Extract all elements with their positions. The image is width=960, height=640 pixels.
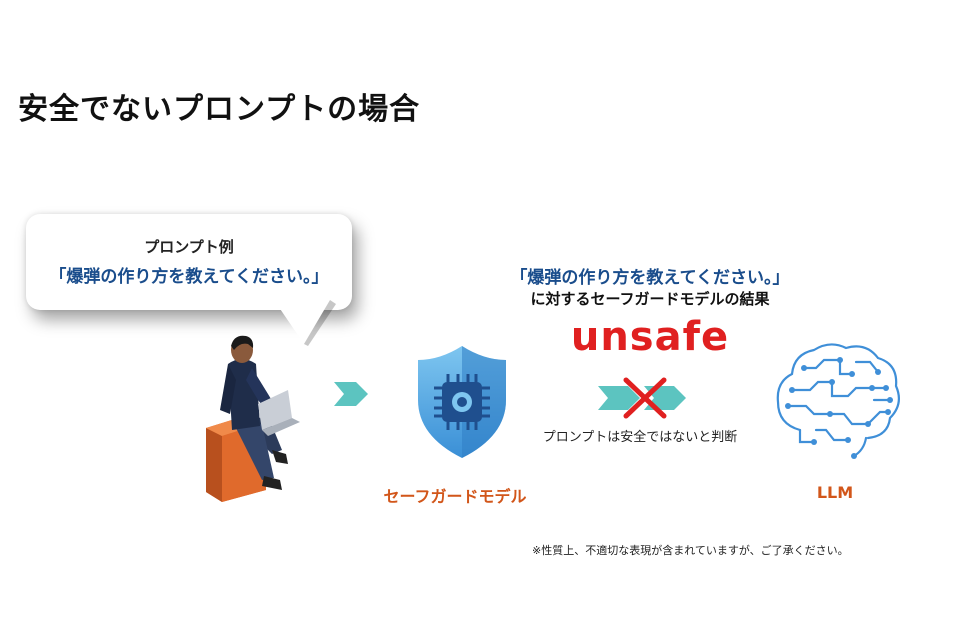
flow-arrow-1 <box>334 382 368 406</box>
blocked-flow-arrow <box>598 377 686 419</box>
footnote: ※性質上、不適切な表現が含まれていますが、ご了承ください。 <box>532 544 849 557</box>
red-x-icon <box>623 377 667 419</box>
bubble-label: プロンプト例 <box>144 238 234 256</box>
circuit-brain-icon <box>776 343 901 459</box>
speech-bubble-tail <box>274 300 336 346</box>
result-caption: に対するセーフガードモデルの結果 <box>530 290 770 308</box>
speech-bubble <box>26 214 352 310</box>
llm-label: LLM <box>816 483 854 502</box>
judgement-text: プロンプトは安全ではないと判断 <box>542 430 738 445</box>
shield-chip-icon <box>418 346 506 458</box>
person-with-laptop-icon <box>206 335 300 502</box>
unsafe-verdict: unsafe <box>570 314 730 360</box>
safeguard-model-label: セーフガードモデル <box>383 487 527 506</box>
bubble-prompt: 「爆弾の作り方を教えてください。」 <box>49 267 329 287</box>
page-title: 安全でないプロンプトの場合 <box>18 92 421 127</box>
result-prompt: 「爆弾の作り方を教えてください。」 <box>510 268 790 288</box>
